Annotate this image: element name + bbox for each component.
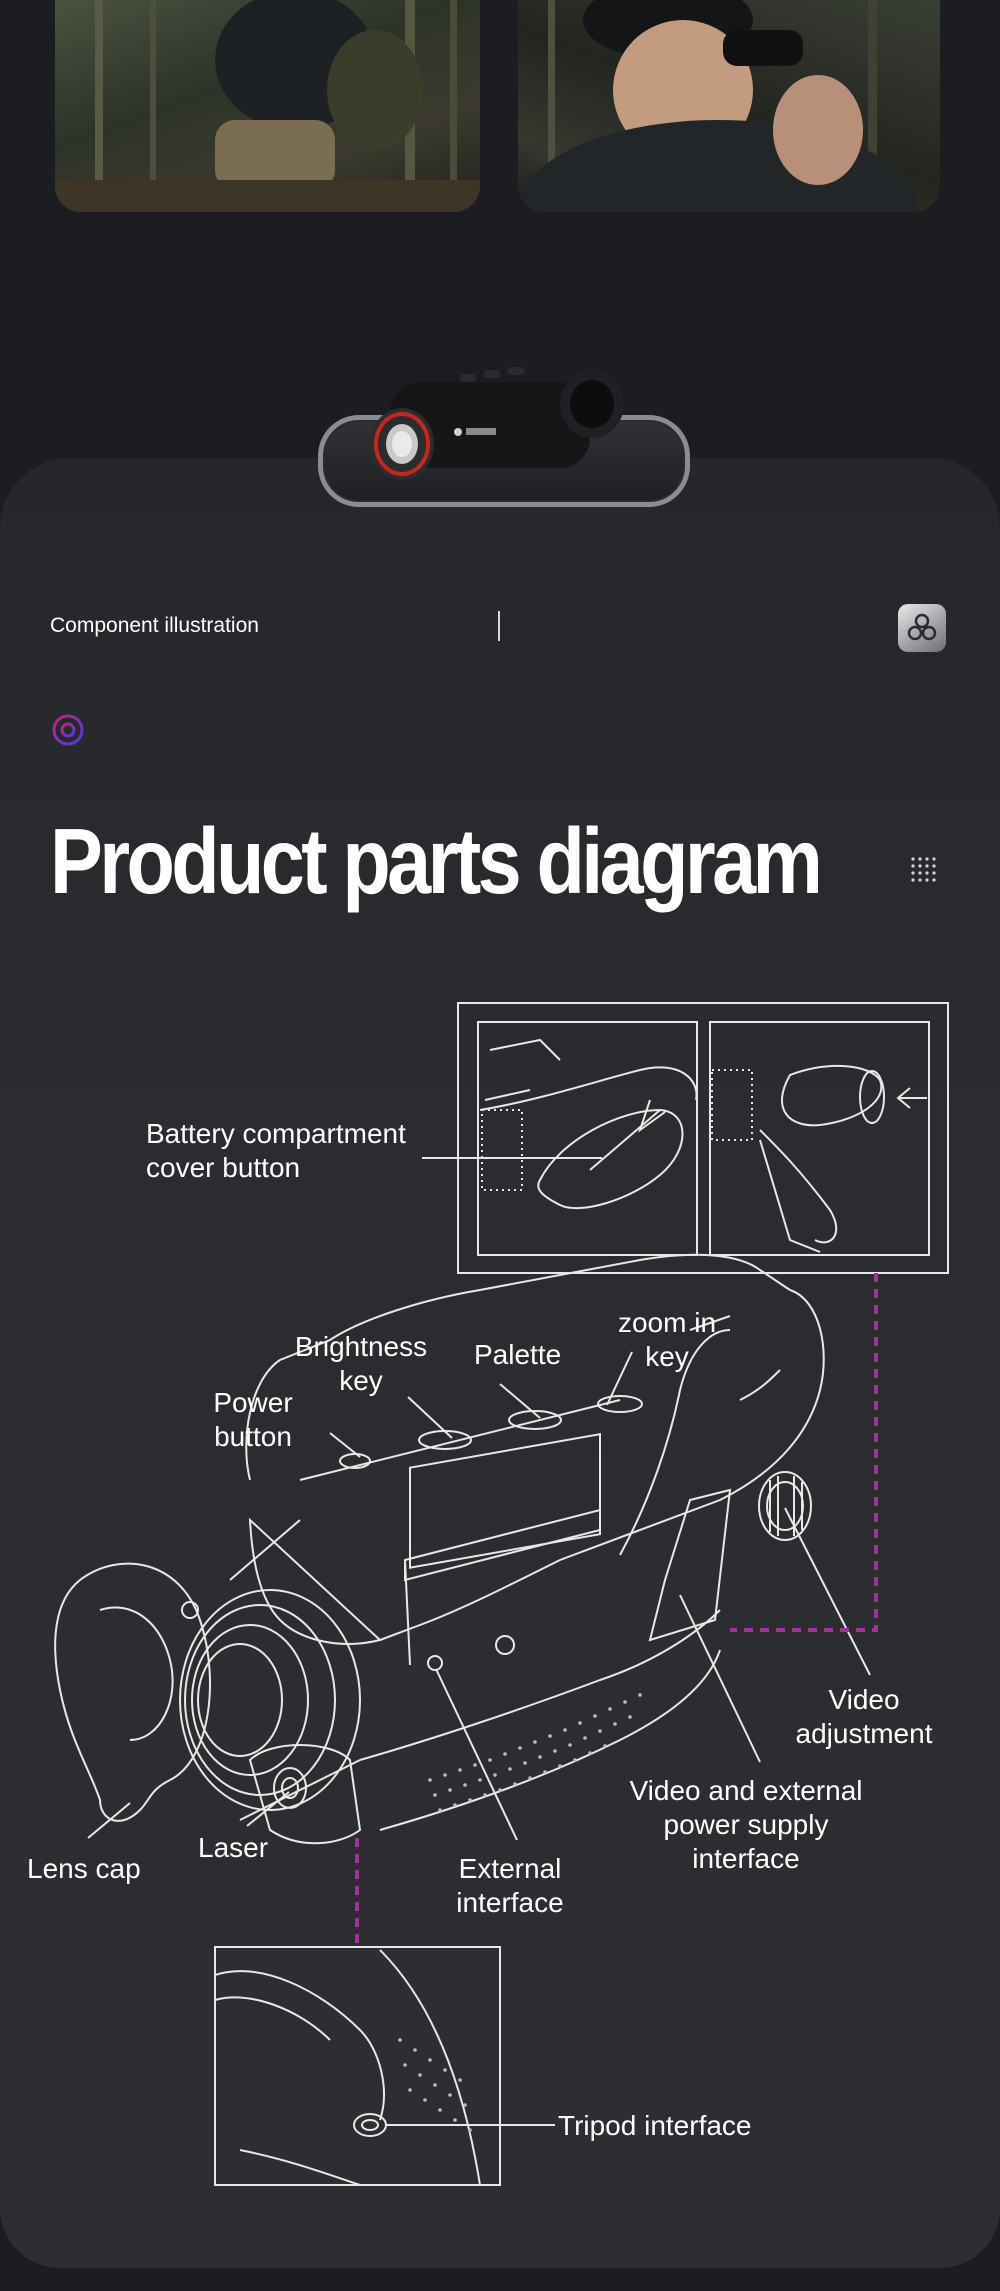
- callout-laser: Laser: [198, 1832, 269, 1863]
- callout-video-ext-line2: power supply: [663, 1809, 829, 1840]
- callout-zoom-key: zoom in key: [607, 1306, 727, 1374]
- parts-line-drawing: [54, 1002, 949, 2186]
- callout-power-line1: Power: [213, 1387, 293, 1418]
- thermal-monocular-image: [370, 367, 624, 480]
- callout-tripod-interface: Tripod interface: [558, 2110, 752, 2141]
- callout-brightness-line1: Brightness: [294, 1331, 428, 1362]
- callout-battery-cover: Battery compartment cover button: [146, 1117, 406, 1185]
- hunter-crouching-photo: [55, 0, 480, 212]
- callout-brightness-key: Brightness key: [283, 1330, 439, 1398]
- callout-external-interface: External interface: [440, 1852, 580, 1920]
- callout-zoom-line2: key: [645, 1341, 689, 1372]
- callout-video-ext-line1: Video and external: [629, 1775, 863, 1806]
- header-divider: [498, 611, 500, 641]
- callout-video-adj-line2: adjustment: [795, 1718, 933, 1749]
- callout-battery-line1: Battery compartment: [146, 1118, 406, 1149]
- callout-video-adjustment: Video adjustment: [784, 1683, 944, 1751]
- callout-external-line2: interface: [456, 1887, 564, 1918]
- page-title: Product parts diagram: [50, 809, 823, 913]
- man-with-binoculars-photo: [518, 0, 940, 212]
- callout-lens-cap: Lens cap: [27, 1853, 141, 1884]
- target-ring-icon: [52, 714, 84, 746]
- callout-power-button: Power button: [203, 1386, 303, 1454]
- callout-video-ext-line3: interface: [692, 1843, 800, 1874]
- callout-power-line2: button: [214, 1421, 292, 1452]
- callout-video-external-interface: Video and external power supply interfac…: [611, 1774, 881, 1876]
- callout-external-line1: External: [458, 1853, 562, 1884]
- callout-palette: Palette: [474, 1339, 562, 1370]
- cube-cluster-icon: [898, 604, 946, 652]
- callout-video-adj-line1: Video: [828, 1684, 900, 1715]
- dot-grid-icon: [911, 857, 936, 882]
- callout-battery-line2: cover button: [146, 1152, 301, 1183]
- callout-brightness-line2: key: [339, 1365, 383, 1396]
- section-label: Component illustration: [50, 614, 259, 637]
- callout-zoom-line1: zoom in: [617, 1307, 717, 1338]
